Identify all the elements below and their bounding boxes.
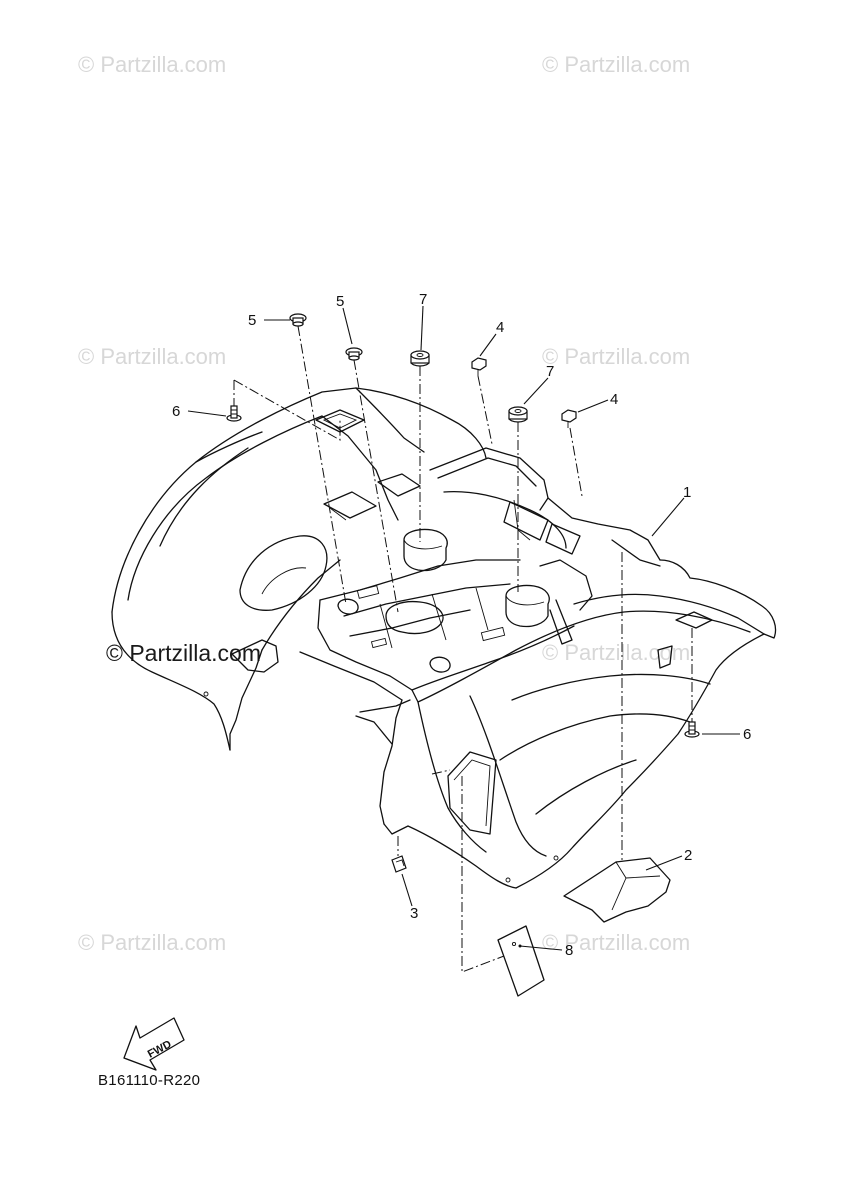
callout-1: 1 [683, 484, 691, 501]
grommet-7-right [508, 406, 528, 423]
watermark: © Partzilla.com [78, 344, 227, 369]
callout-4: 4 [496, 319, 504, 336]
grommet-7-top [410, 350, 430, 367]
callout-8: 8 [565, 942, 573, 959]
watermark: © Partzilla.com [78, 930, 227, 955]
bolt-5-right [345, 347, 363, 361]
fwd-arrow-icon: FWD [123, 1017, 185, 1071]
leader-lines [187, 305, 740, 951]
watermark: © Partzilla.com [542, 344, 691, 369]
fwd-label: FWD [146, 1038, 174, 1060]
bolt-4-left [471, 357, 487, 376]
callout-2: 2 [684, 847, 692, 864]
pad-part-8 [497, 925, 545, 997]
callout-6: 6 [743, 726, 751, 743]
bolt-6-left [226, 405, 242, 422]
guard-part-2 [563, 857, 671, 923]
watermark: © Partzilla.com [542, 640, 691, 665]
watermark: © Partzilla.com [542, 52, 691, 77]
bolt-5-left [289, 313, 307, 327]
bolt-4-right [561, 409, 577, 428]
callout-4: 4 [610, 391, 618, 408]
callouts: 1 2 3 4 4 5 5 6 6 7 7 8 [172, 291, 751, 959]
clip-part-3 [391, 855, 407, 873]
assembly-lines [233, 325, 693, 973]
callout-6: 6 [172, 403, 180, 420]
watermark: © Partzilla.com [78, 52, 227, 77]
callout-7: 7 [546, 363, 554, 380]
callout-7: 7 [419, 291, 427, 308]
callout-3: 3 [410, 905, 418, 922]
diagram-code: B161110-R220 [98, 1072, 201, 1089]
watermark: © Partzilla.com [542, 930, 691, 955]
callout-5: 5 [336, 293, 344, 310]
rear-fender [111, 387, 777, 889]
bolt-6-right [684, 721, 700, 738]
callout-5: 5 [248, 312, 256, 329]
